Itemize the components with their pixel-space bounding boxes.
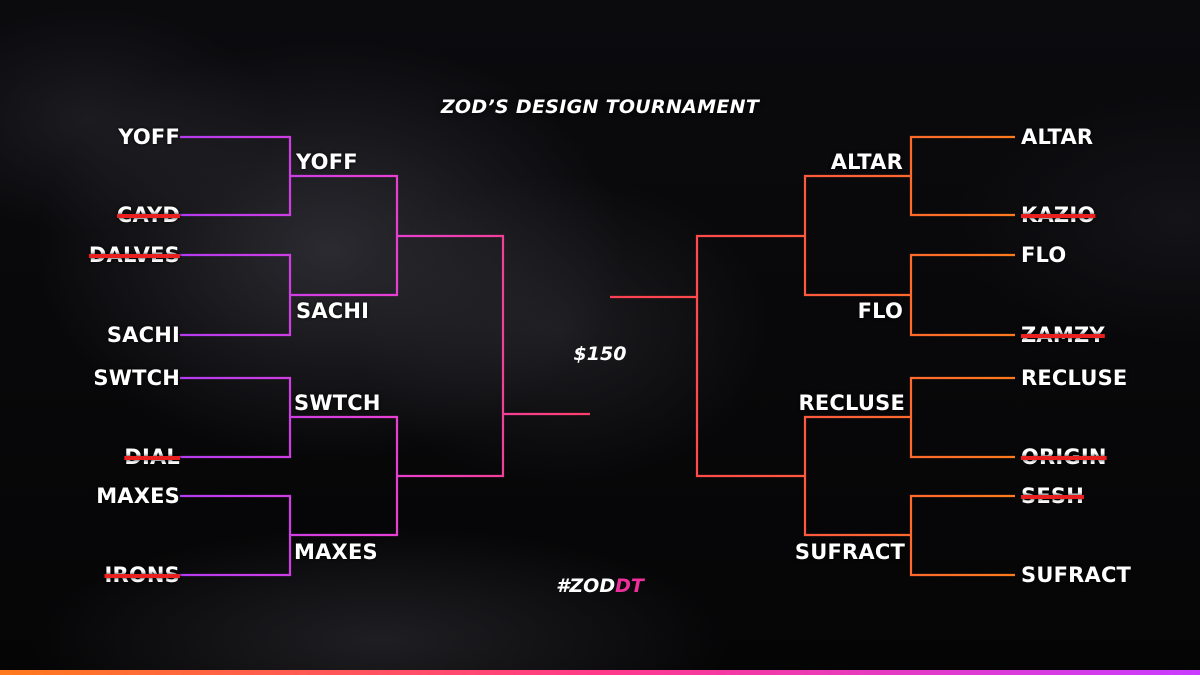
left-r2-player-1: YOFF bbox=[296, 150, 358, 174]
left-bracket bbox=[180, 135, 590, 577]
tournament-title: ZOD’S DESIGN TOURNAMENT bbox=[440, 96, 760, 118]
gradient-bar bbox=[0, 670, 1200, 675]
left-r1-player-2: CAYD bbox=[116, 203, 180, 227]
right-r1-player-2: KAZIO bbox=[1021, 203, 1096, 227]
left-r1-player-7: MAXES bbox=[96, 484, 180, 508]
prize-amount: $150 bbox=[573, 343, 627, 365]
right-r2-player-1: ALTAR bbox=[830, 150, 903, 174]
right-r1-player-6: ORIGIN bbox=[1021, 445, 1107, 469]
left-r1-player-5: SWTCH bbox=[93, 366, 180, 390]
right-r2-player-2: FLO bbox=[857, 299, 903, 323]
hashtag: #ZODDT bbox=[530, 575, 670, 597]
right-r1-player-1: ALTAR bbox=[1021, 125, 1094, 149]
right-r1-player-4: ZAMZY bbox=[1021, 323, 1105, 347]
left-r2-player-3: SWTCH bbox=[294, 391, 381, 415]
hashtag-part1: #ZOD bbox=[556, 575, 616, 597]
right-r1-player-7: SESH bbox=[1021, 484, 1084, 508]
right-bracket bbox=[610, 135, 1015, 577]
right-r1-player-8: SUFRACT bbox=[1021, 563, 1132, 587]
left-r1-player-8: IRONS bbox=[104, 563, 180, 587]
left-r1-player-3: DALVES bbox=[88, 243, 180, 267]
right-r2-player-3: RECLUSE bbox=[798, 391, 905, 415]
right-r2-player-4: SUFRACT bbox=[794, 540, 905, 564]
left-r2-player-2: SACHI bbox=[296, 299, 370, 323]
left-r1-player-6: DIAL bbox=[124, 445, 180, 469]
left-r1-player-4: SACHI bbox=[106, 323, 180, 347]
hashtag-part2: DT bbox=[615, 575, 644, 597]
left-r2-player-4: MAXES bbox=[294, 540, 378, 564]
right-r1-player-3: FLO bbox=[1021, 243, 1067, 267]
right-r1-player-5: RECLUSE bbox=[1021, 366, 1128, 390]
left-r1-player-1: YOFF bbox=[118, 125, 180, 149]
